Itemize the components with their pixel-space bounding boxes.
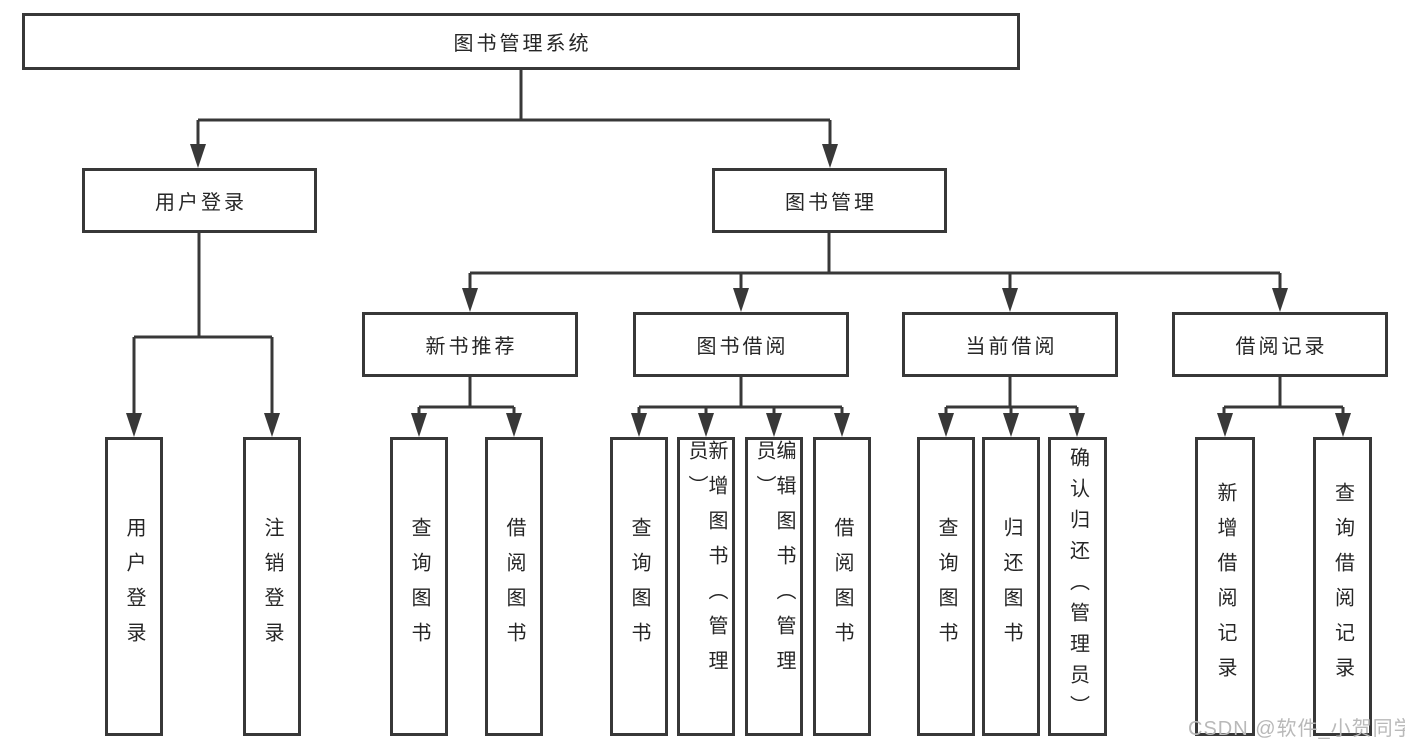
node-user-login-branch: 用户登录 — [82, 168, 317, 233]
leaf-add-borrow-record: 新增借阅记录 — [1195, 437, 1255, 736]
leaf-logout-login: 注销登录 — [243, 437, 301, 736]
node-new-book-recommend: 新书推荐 — [362, 312, 578, 377]
arrow-icon — [938, 413, 954, 437]
arrow-icon — [631, 413, 647, 437]
arrow-icon — [1335, 413, 1351, 437]
arrow-icon — [1069, 413, 1085, 437]
arrow-icon — [834, 413, 850, 437]
node-book-management: 图书管理 — [712, 168, 947, 233]
arrow-icon — [190, 144, 206, 168]
leaf-borrow-books-1: 借阅图书 — [485, 437, 543, 736]
arrow-icon — [733, 288, 749, 312]
leaf-query-borrow-record: 查询借阅记录 — [1313, 437, 1372, 736]
node-current-borrowing: 当前借阅 — [902, 312, 1118, 377]
node-library-management-system: 图书管理系统 — [22, 13, 1020, 70]
arrow-icon — [698, 413, 714, 437]
leaf-query-books-2: 查询图书 — [610, 437, 668, 736]
arrow-icon — [462, 288, 478, 312]
leaf-confirm-return-admin: 确认归还（管理员） — [1048, 437, 1107, 736]
csdn-watermark: CSDN @软件_小贺同学 — [1188, 718, 1405, 740]
leaf-return-book: 归还图书 — [982, 437, 1040, 736]
arrow-icon — [1002, 288, 1018, 312]
leaf-user-login: 用户登录 — [105, 437, 163, 736]
arrow-icon — [1003, 413, 1019, 437]
arrow-icon — [766, 413, 782, 437]
arrow-icon — [411, 413, 427, 437]
leaf-edit-book-admin: 编辑图书（管理员） — [745, 437, 803, 736]
leaf-borrow-books-2: 借阅图书 — [813, 437, 871, 736]
leaf-query-books-1: 查询图书 — [390, 437, 448, 736]
leaf-add-book-admin: 新增图书（管理员） — [677, 437, 735, 736]
node-book-borrowing: 图书借阅 — [633, 312, 849, 377]
arrow-icon — [264, 413, 280, 437]
arrow-icon — [506, 413, 522, 437]
arrow-icon — [1272, 288, 1288, 312]
arrow-icon — [126, 413, 142, 437]
arrow-icon — [1217, 413, 1233, 437]
leaf-query-books-3: 查询图书 — [917, 437, 975, 736]
node-borrowing-records: 借阅记录 — [1172, 312, 1388, 377]
arrow-icon — [822, 144, 838, 168]
